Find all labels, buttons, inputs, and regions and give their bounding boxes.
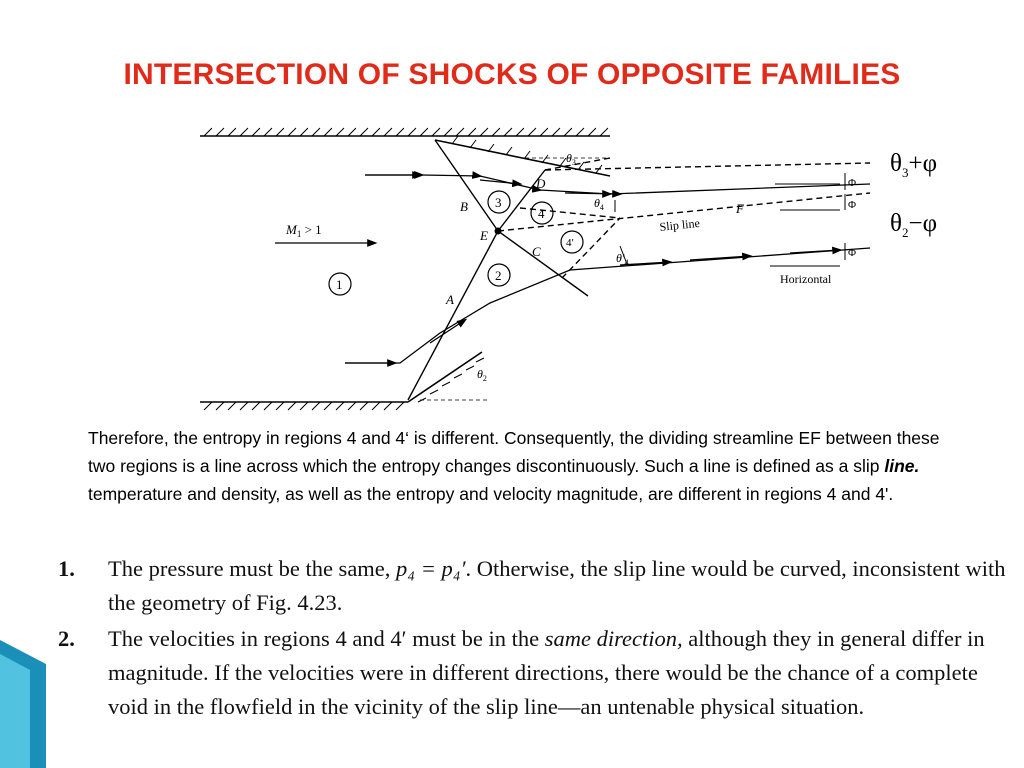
angle-phi-2: Φ: [848, 199, 856, 211]
streamlines: [275, 171, 870, 367]
corner-decoration: [0, 640, 46, 768]
point-label-d: D: [535, 176, 546, 191]
region-label-2: 2: [495, 268, 502, 283]
point-label-c: C: [532, 244, 541, 259]
angle-phi-1: Φ: [848, 177, 856, 189]
slide-title: INTERSECTION OF SHOCKS OF OPPOSITE FAMIL…: [123, 58, 901, 91]
region-label-4-prime: 4′: [566, 237, 574, 249]
top-wall: [200, 127, 611, 177]
point-label-f: F: [735, 201, 745, 216]
list-item: 1. The pressure must be the same, p₄ = p…: [58, 556, 1006, 615]
bottom-wall: [200, 351, 490, 411]
formula-theta3-plus-phi: θ3+φ: [890, 150, 938, 180]
region-circles: [328, 190, 584, 296]
angle-theta2: θ2: [477, 367, 487, 383]
point-label-e: E: [479, 228, 488, 243]
entropy-paragraph: Therefore, the entropy in regions 4 and …: [88, 428, 940, 504]
list-item: 2. The velocities in regions 4 and 4′ mu…: [58, 626, 985, 719]
angle-theta4: θ4: [594, 196, 604, 212]
angle-theta3: θ3: [566, 151, 576, 167]
reference-lines: [614, 173, 846, 267]
region-label-1: 1: [336, 277, 343, 292]
mach-label: M1 > 1: [285, 222, 322, 239]
region-label-3: 3: [495, 195, 502, 210]
emphasis-line: line.: [884, 456, 920, 476]
angle-theta4-prime: θ′4: [616, 251, 629, 267]
shock-intersection-diagram: 1 2 3 4 4′ A B C D E F M1 > 1 Slip line …: [200, 127, 870, 411]
point-label-a: A: [445, 292, 454, 307]
region-label-4: 4: [538, 206, 545, 221]
point-label-b: B: [460, 199, 468, 214]
junction-point-e: [494, 227, 502, 235]
horizontal-label: Horizontal: [780, 272, 832, 286]
angle-phi-3: Φ: [848, 247, 856, 259]
condition-list: 1. The pressure must be the same, p₄ = p…: [58, 552, 1008, 726]
slip-line-label: Slip line: [659, 216, 701, 234]
formula-theta2-minus-phi: θ2−φ: [890, 210, 938, 240]
